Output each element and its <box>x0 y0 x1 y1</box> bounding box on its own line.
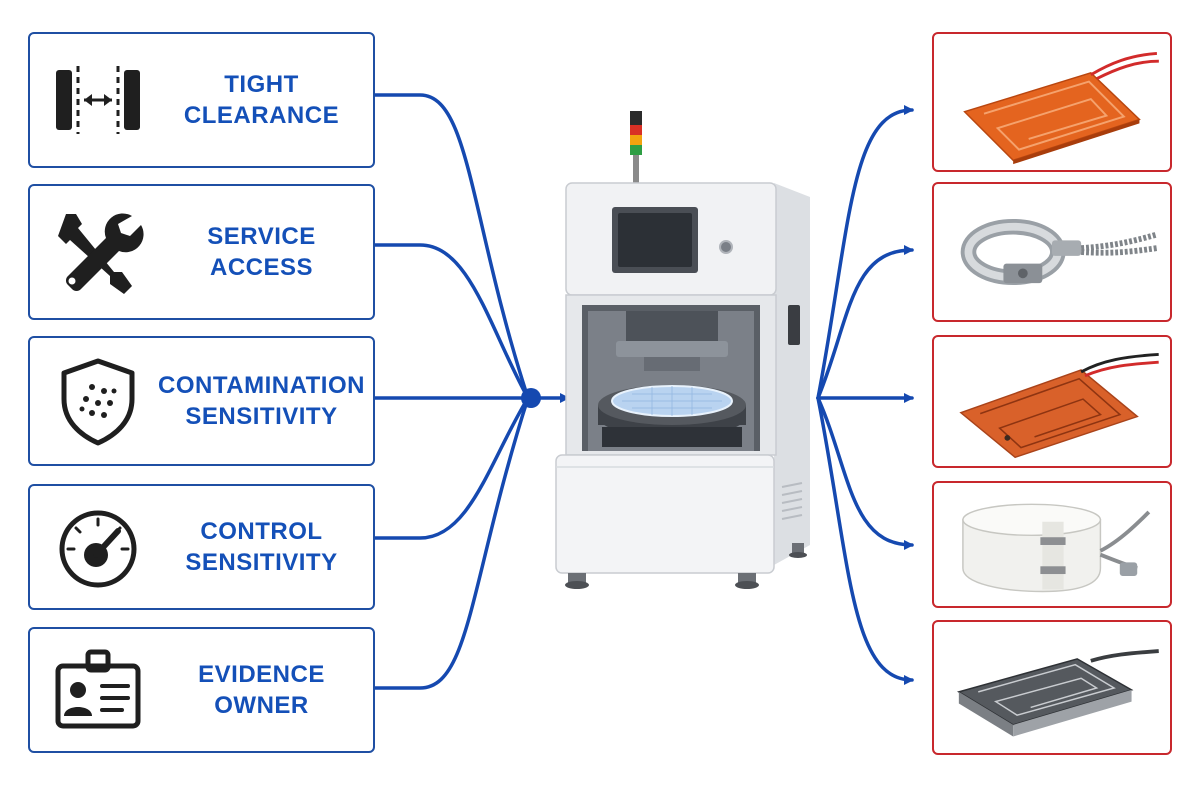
heater-option-3 <box>932 335 1172 468</box>
etched-foil-heater-icon <box>959 353 1159 459</box>
connector-control <box>373 396 530 540</box>
connector-to-heater-5 <box>816 396 914 685</box>
plate-heater-icon <box>957 649 1159 737</box>
hub-node <box>521 388 541 408</box>
wrench-screwdriver-icon <box>58 213 144 294</box>
connector-service-access <box>373 243 530 400</box>
wafer-processing-tool-icon <box>555 111 810 589</box>
flexible-heater-pad-icon <box>963 51 1159 165</box>
shield-icon <box>61 358 135 446</box>
band-heater-icon <box>960 218 1158 286</box>
heater-option-4 <box>932 481 1172 608</box>
gauge-icon <box>59 510 137 588</box>
id-badge-icon <box>55 649 141 729</box>
clearance-icon <box>56 66 140 134</box>
criteria-label: EVIDENCE OWNER <box>198 661 325 719</box>
connector-to-heater-4 <box>816 396 914 550</box>
heater-option-1 <box>932 32 1172 172</box>
connector-to-heater-1 <box>816 105 914 400</box>
heater-option-5 <box>932 620 1172 755</box>
insulated-jacket-heater-icon <box>962 503 1151 593</box>
connector-to-heater-2 <box>816 245 914 400</box>
connector-tight-clearance <box>373 93 530 400</box>
criteria-evidence-owner: EVIDENCE OWNER <box>28 627 375 753</box>
connector-evidence <box>373 396 530 690</box>
heater-option-2 <box>932 182 1172 322</box>
